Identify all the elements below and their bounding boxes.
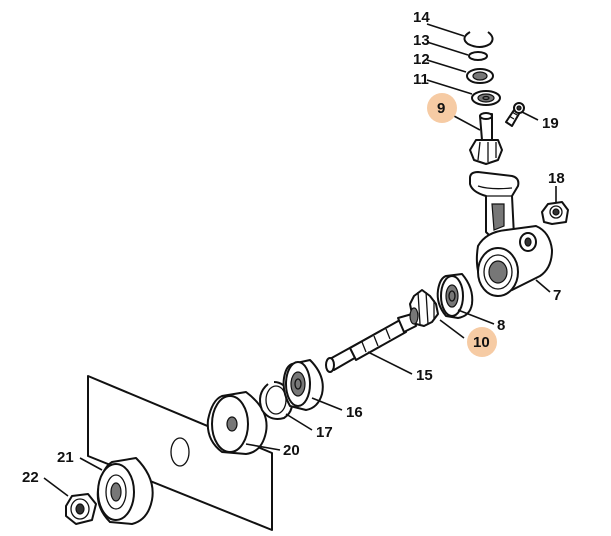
label-7: 7: [553, 287, 561, 304]
highlight-marker-9: [427, 93, 457, 123]
part-10-bevel-gear: [409, 289, 439, 327]
label-11: 11: [413, 71, 429, 88]
highlight-marker-10: [467, 327, 497, 357]
part-21-thrust-plate: [96, 457, 154, 525]
label-21: 21: [57, 449, 74, 466]
label-15: 15: [416, 367, 433, 384]
label-8: 8: [497, 317, 505, 334]
part-18-plug: [541, 201, 569, 225]
part-20-thrust-washer: [206, 391, 268, 455]
part-13-ring: [468, 51, 488, 61]
label-12: 12: [413, 51, 430, 68]
part-15-shaft: [325, 313, 417, 373]
part-14-circlip: [463, 31, 494, 48]
label-19: 19: [542, 115, 559, 132]
part-7-gear-housing: [469, 171, 553, 297]
part-12-bearing: [466, 68, 494, 84]
part-16-ball-bearing: [282, 359, 324, 411]
label-9: 9: [437, 100, 445, 117]
label-20: 20: [283, 442, 300, 459]
part-9-pinion: [469, 112, 503, 165]
part-19-screw: [505, 102, 525, 127]
label-14: 14: [413, 9, 430, 26]
label-22: 22: [22, 469, 39, 486]
label-16: 16: [346, 404, 363, 421]
label-18: 18: [548, 170, 565, 187]
label-10: 10: [473, 334, 490, 351]
leader-lines: [43, 23, 557, 497]
part-22-nut: [65, 493, 97, 525]
part-11-bearing: [471, 90, 501, 106]
label-13: 13: [413, 32, 430, 49]
part-8-ball-bearing: [436, 273, 474, 319]
label-17: 17: [316, 424, 333, 441]
